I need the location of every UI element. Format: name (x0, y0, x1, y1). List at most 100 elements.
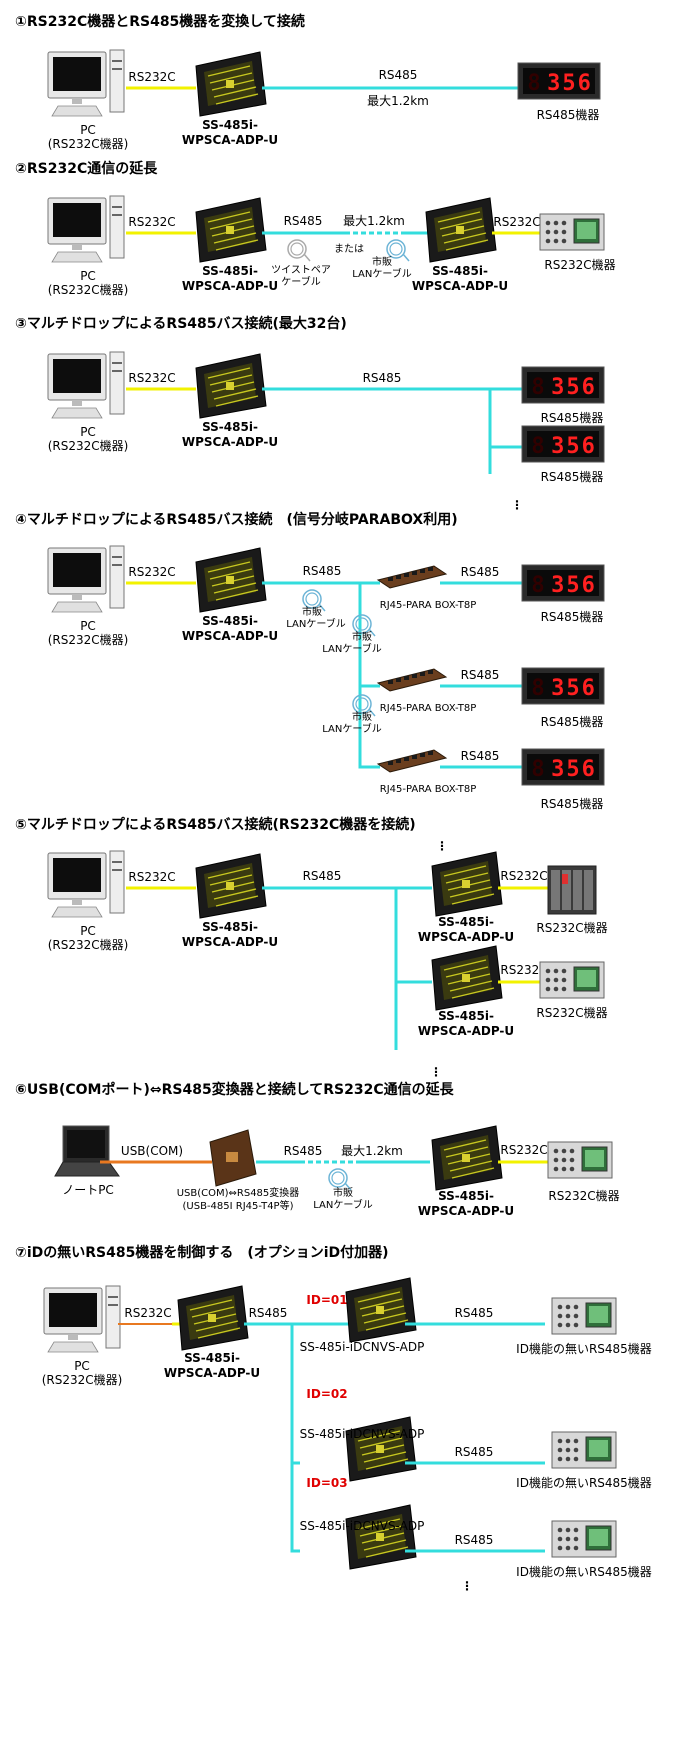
id-label: ID=02 (306, 1387, 347, 1401)
pc-sub-label: (RS232C機器) (48, 282, 129, 297)
rs485-device-label: RS485機器 (541, 796, 604, 811)
rs485-label: RS485 (284, 1144, 323, 1158)
pc-label: PC (80, 924, 96, 938)
cable-coil-icon (328, 1168, 352, 1191)
lan-cable-label: LANケーブル (313, 1198, 373, 1211)
device-model-label: WPSCA-ADP-U (182, 279, 278, 293)
device-model-label: WPSCA-ADP-U (182, 435, 278, 449)
lan-cable-label: LANケーブル (352, 267, 412, 280)
led-display-digits: 356 (547, 71, 593, 96)
rs485-label: RS485 (461, 565, 500, 579)
rs232c-device-label: RS232C機器 (544, 257, 615, 272)
notebook-pc-icon (54, 1125, 120, 1177)
twisted-pair-label: ツイストペア (271, 265, 331, 276)
device-model-label: WPSCA-ADP-U (412, 279, 508, 293)
pc-sub-label: (RS232C機器) (42, 1372, 123, 1387)
led-display-digits: 356 (551, 676, 597, 701)
device-model-label: WPSCA-ADP-U (182, 935, 278, 949)
continuation-dots: ⋮ (430, 1065, 442, 1079)
device-model-label: SS-485i- (438, 1189, 494, 1203)
twisted-pair-label: ケーブル (281, 275, 320, 288)
cable-coil-icon (287, 239, 311, 262)
parabox-label: RJ45-PARA BOX-T8P (380, 784, 476, 795)
continuation-dots: ⋮ (461, 1579, 473, 1593)
lan-cable-label: LANケーブル (322, 722, 382, 735)
device-model-label: WPSCA-ADP-U (418, 1024, 514, 1038)
pc-icon (47, 49, 125, 117)
id-label: ID=01 (306, 1293, 347, 1307)
rs232c-device-icon (547, 1141, 613, 1179)
section-title: ②RS232C通信の延長 (15, 160, 158, 177)
device-model-label: SS-485i- (432, 264, 488, 278)
svg-text:8: 8 (531, 757, 544, 782)
rs485-label: RS485 (455, 1306, 494, 1320)
device-model-label: SS-485i- (202, 264, 258, 278)
rs485-label: RS485 (363, 371, 402, 385)
converter-icon (195, 51, 267, 117)
svg-text:8: 8 (531, 375, 544, 400)
market-label: 市販 (352, 710, 372, 723)
pc-label: PC (80, 619, 96, 633)
cable-coil-icon (302, 589, 326, 612)
pc-label: PC (80, 123, 96, 137)
lan-cable-label: LANケーブル (286, 617, 346, 630)
section-title: ⑥USB(COMポート)⇔RS485変換器と接続してRS232C通信の延長 (15, 1081, 455, 1098)
device-model-label: WPSCA-ADP-U (418, 930, 514, 944)
idcnvs-label: SS-485i-iDCNVS-ADP (300, 1519, 425, 1533)
converter-icon (195, 547, 267, 613)
rs232c-label: RS232C (500, 869, 547, 883)
converter-icon (195, 853, 267, 919)
converter-icon (431, 945, 503, 1011)
device-model-label: SS-485i- (184, 1351, 240, 1365)
no-id-device-label: ID機能の無いRS485機器 (516, 1564, 652, 1579)
device-model-label: SS-485i- (202, 118, 258, 132)
rs485-label: RS485 (461, 668, 500, 682)
device-model-label: SS-485i- (438, 1009, 494, 1023)
rs232c-device-icon (539, 213, 605, 251)
rs232c-label: RS232C (128, 565, 175, 579)
rs232c-device-icon (539, 961, 605, 999)
converter-icon (195, 353, 267, 419)
market-label: 市販 (302, 605, 322, 618)
led-display-digits: 356 (551, 757, 597, 782)
converter-icon (345, 1504, 417, 1570)
no-id-device-label: ID機能の無いRS485機器 (516, 1341, 652, 1356)
pc-label: PC (74, 1359, 90, 1373)
section-title: ①RS232C機器とRS485機器を変換して接続 (15, 13, 305, 30)
device-model-label: WPSCA-ADP-U (418, 1204, 514, 1218)
rs485-device-icon: 8 356 (521, 748, 605, 786)
pc-icon (47, 545, 125, 613)
parabox-icon (376, 668, 448, 692)
device-model-label: WPSCA-ADP-U (164, 1366, 260, 1380)
pc-sub-label: (RS232C機器) (48, 632, 129, 647)
device-model-label: WPSCA-ADP-U (182, 629, 278, 643)
continuation-dots: ⋮ (436, 839, 448, 853)
parabox-icon (376, 749, 448, 773)
svg-text:8: 8 (531, 573, 544, 598)
no-id-device-label: ID機能の無いRS485機器 (516, 1475, 652, 1490)
rs485-device-label: RS485機器 (541, 410, 604, 425)
rs232c-label: RS232C (124, 1306, 171, 1320)
parabox-icon (376, 565, 448, 589)
pc-sub-label: (RS232C機器) (48, 438, 129, 453)
rs485-label: RS485 (303, 869, 342, 883)
usb-converter-label: USB(COM)⇔RS485変換器 (177, 1186, 300, 1199)
rs485-device-label: RS485機器 (541, 714, 604, 729)
parabox-label: RJ45-PARA BOX-T8P (380, 703, 476, 714)
usb-com-label: USB(COM) (121, 1144, 183, 1158)
rs232c-label: RS232C (128, 870, 175, 884)
rs485-label: RS485 (284, 214, 323, 228)
usb-converter-icon (209, 1129, 257, 1187)
rs232c-label: RS232C (493, 215, 540, 229)
max-length-label: 最大1.2km (343, 214, 405, 228)
continuation-dots: ⋮ (511, 498, 523, 512)
max-length-label: 最大1.2km (367, 94, 429, 108)
rs232c-device-label: RS232C機器 (548, 1188, 619, 1203)
pc-icon (47, 195, 125, 263)
rs485-device-label: RS485機器 (537, 107, 600, 122)
led-display-digits: 356 (551, 573, 597, 598)
